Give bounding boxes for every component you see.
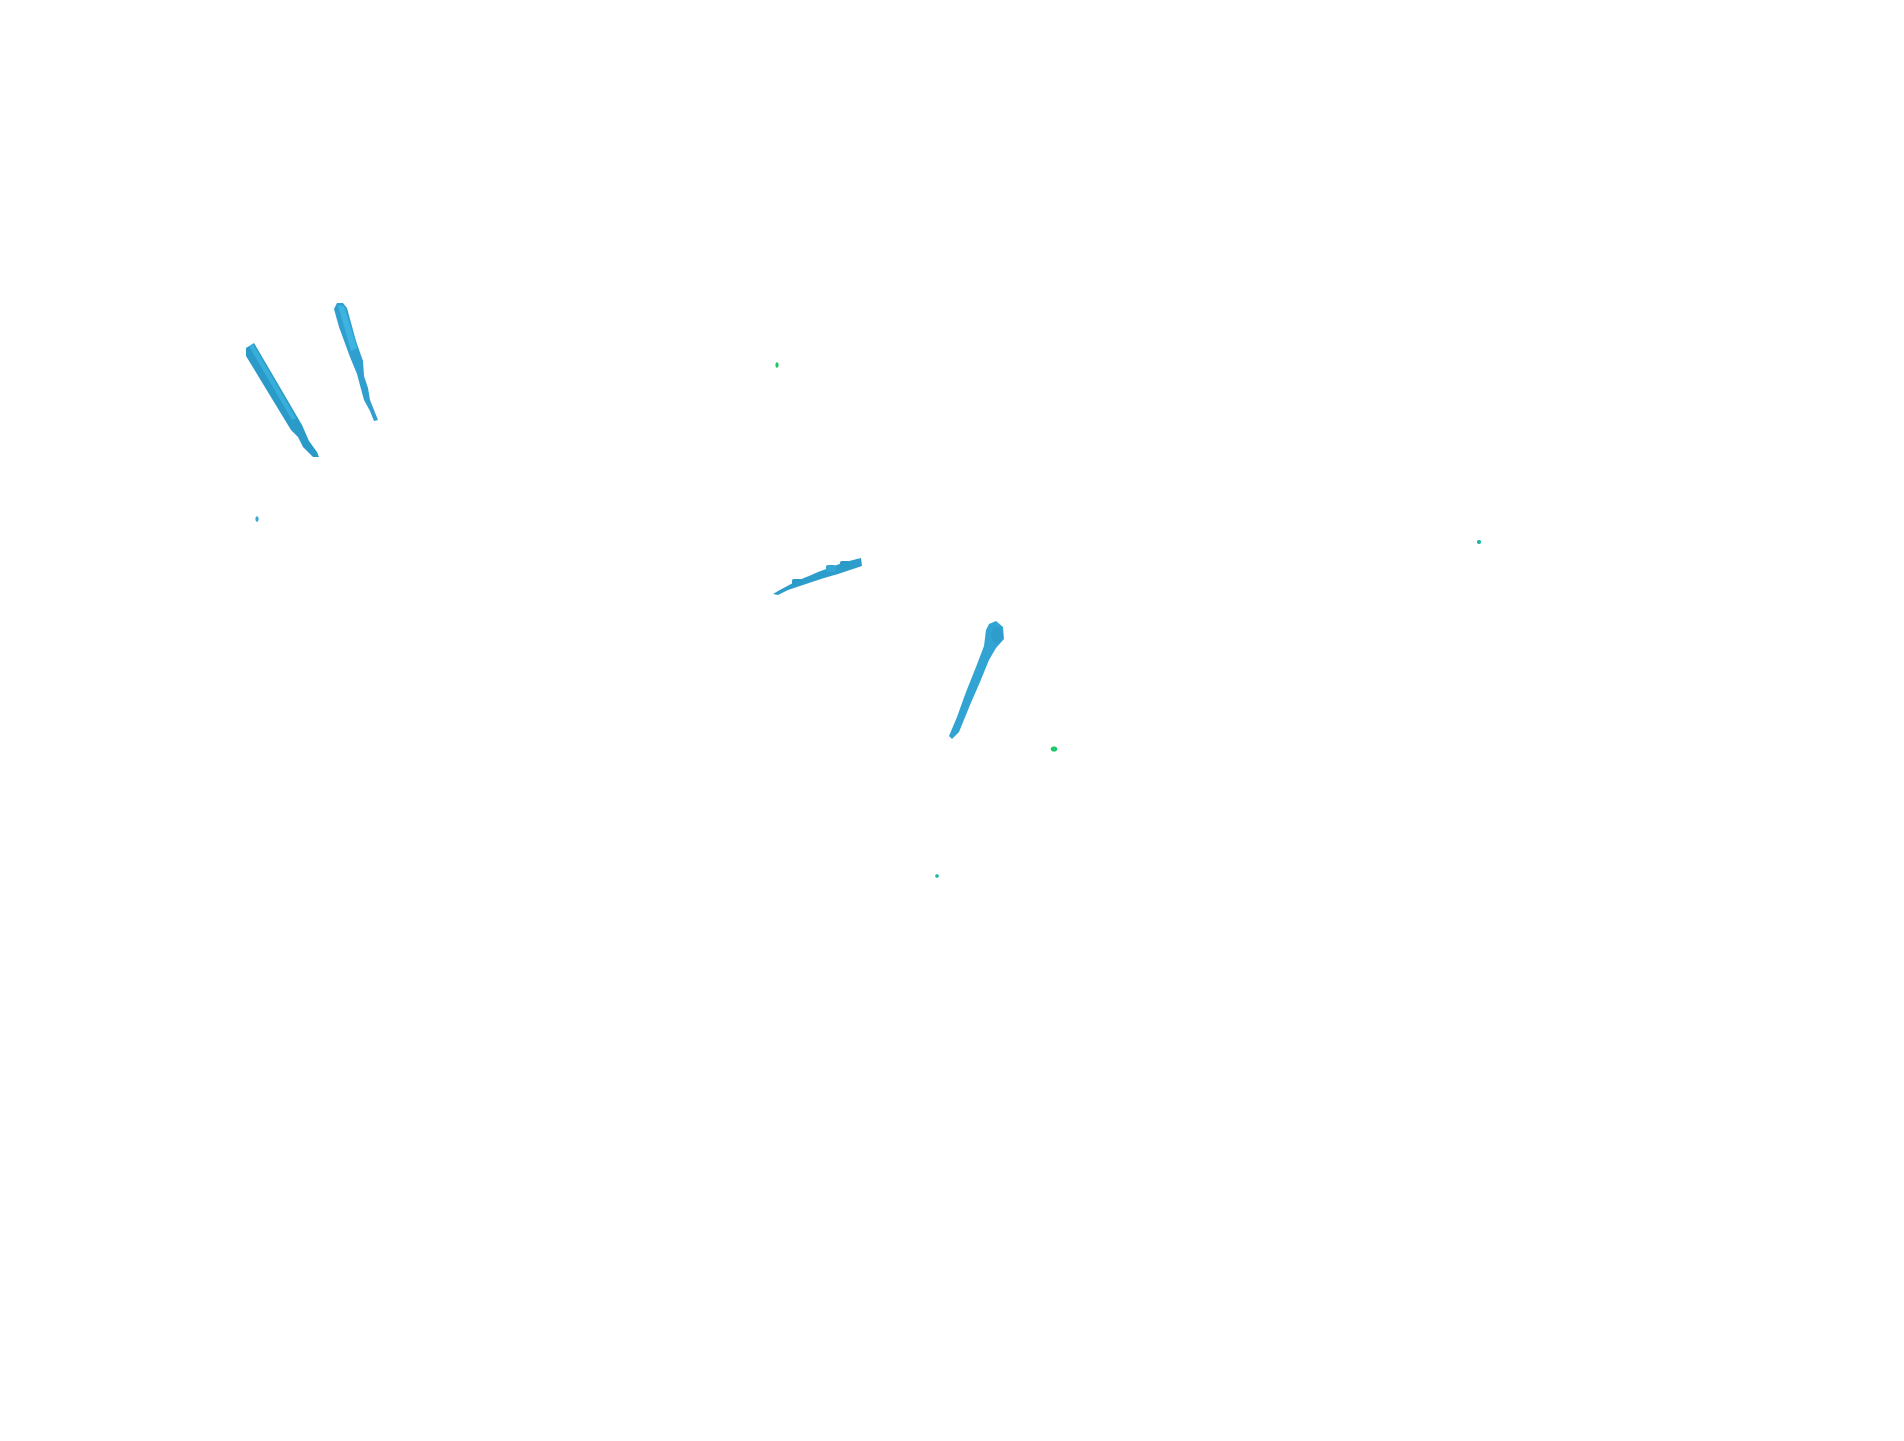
fragment-center-horizontal (773, 558, 862, 595)
speck-left (255, 516, 259, 522)
fragment-center-diagonal (949, 621, 1004, 739)
speck-green-center (1050, 746, 1058, 752)
fragment-left-upper (334, 303, 378, 421)
fragment-left-long (246, 343, 319, 457)
speck-bottom (935, 874, 939, 878)
speck-right (1477, 540, 1481, 544)
speck-green-top (775, 362, 779, 368)
